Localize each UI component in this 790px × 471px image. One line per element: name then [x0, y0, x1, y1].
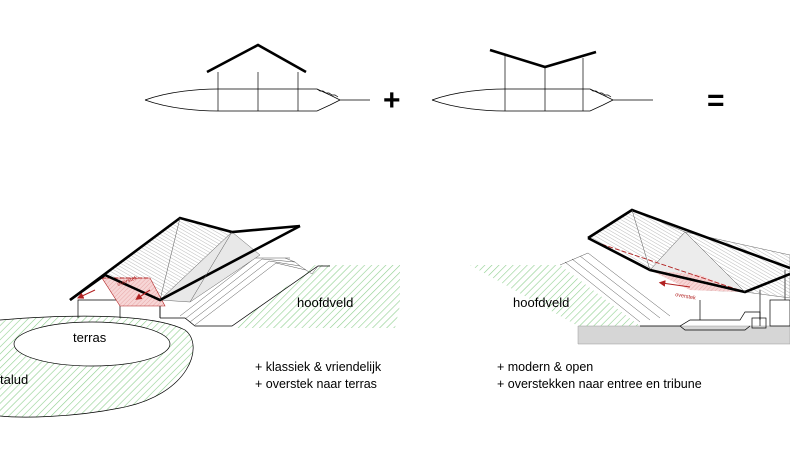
right-note-2: + overstekken naar entree en tribune	[497, 377, 702, 391]
left-note-1: + klassiek & vriendelijk	[255, 360, 382, 374]
hoofdveld-label-right: hoofdveld	[513, 295, 569, 310]
right-note-1: + modern & open	[497, 360, 593, 374]
roof-face-grey-left	[159, 231, 261, 303]
right-design-perspective: overstek hoofdveld	[470, 208, 790, 345]
ground-slab-right	[577, 325, 790, 345]
hoofdveld-label-left: hoofdveld	[297, 295, 353, 310]
talud-label: talud	[0, 372, 28, 387]
terras-label: terras	[73, 330, 107, 345]
left-note-2: + overstek naar terras	[255, 377, 377, 391]
equals-sign: =	[707, 84, 725, 117]
hoofdveld-grass-right	[470, 265, 640, 326]
hoofdveld-grass-left	[232, 265, 400, 328]
overstek-label-right: overstek	[675, 292, 697, 302]
terras-ellipse	[13, 321, 171, 367]
section-pitched-roof	[144, 43, 370, 112]
left-design-perspective: overstek hoofdveld terras talud	[0, 216, 400, 418]
tribune-steps-right	[559, 252, 671, 323]
plus-sign: +	[383, 84, 401, 117]
section-butterfly-roof	[431, 48, 653, 112]
